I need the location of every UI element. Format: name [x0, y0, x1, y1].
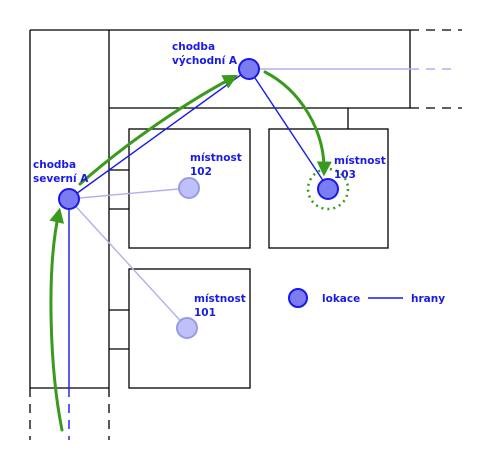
- label-mistnost-103-line1: místnost: [334, 155, 386, 167]
- legend-node-icon: [288, 288, 308, 308]
- path-arrow-to-103: [263, 70, 332, 177]
- labels: chodba severní A chodba východní A místn…: [33, 41, 386, 319]
- edge-severni-vychodni: [68, 68, 250, 200]
- node-mistnost-102: [178, 177, 200, 199]
- room-103: [268, 128, 389, 249]
- edge-severni-101: [68, 198, 188, 329]
- legend-edge-label: hrany: [411, 293, 445, 305]
- label-mistnost-102-line1: místnost: [190, 152, 242, 164]
- walls: [29, 29, 462, 440]
- legend: lokace hrany: [288, 288, 445, 308]
- label-chodba-severni-a-line2: severní A: [33, 173, 89, 185]
- label-mistnost-101-line1: místnost: [194, 293, 246, 305]
- path-arrow-to-vychodni: [78, 74, 238, 186]
- active-edges: [68, 68, 329, 440]
- legend-node-label: lokace: [322, 293, 360, 305]
- path-arrows: [49, 70, 332, 432]
- room-101: [128, 268, 251, 389]
- edge-vychodni-103: [248, 68, 329, 189]
- label-mistnost-101-line2: 101: [194, 307, 216, 319]
- label-chodba-vychodni-a-line2: východní A: [172, 55, 238, 67]
- node-chodba-severni-a: [58, 188, 80, 210]
- node-mistnost-101: [176, 317, 198, 339]
- path-arrow-entry: [49, 207, 65, 432]
- nodes: [58, 58, 339, 339]
- label-mistnost-102-line2: 102: [190, 166, 212, 178]
- target-ring: [306, 167, 350, 211]
- label-chodba-severni-a-line1: chodba: [33, 159, 76, 171]
- label-mistnost-103-line2: 103: [334, 169, 356, 181]
- edge-severni-102: [68, 187, 190, 200]
- node-mistnost-103: [317, 178, 339, 200]
- room-102: [128, 128, 251, 249]
- faded-edges: [68, 68, 452, 329]
- node-chodba-vychodni-a: [238, 58, 260, 80]
- label-chodba-vychodni-a-line1: chodba: [172, 41, 215, 53]
